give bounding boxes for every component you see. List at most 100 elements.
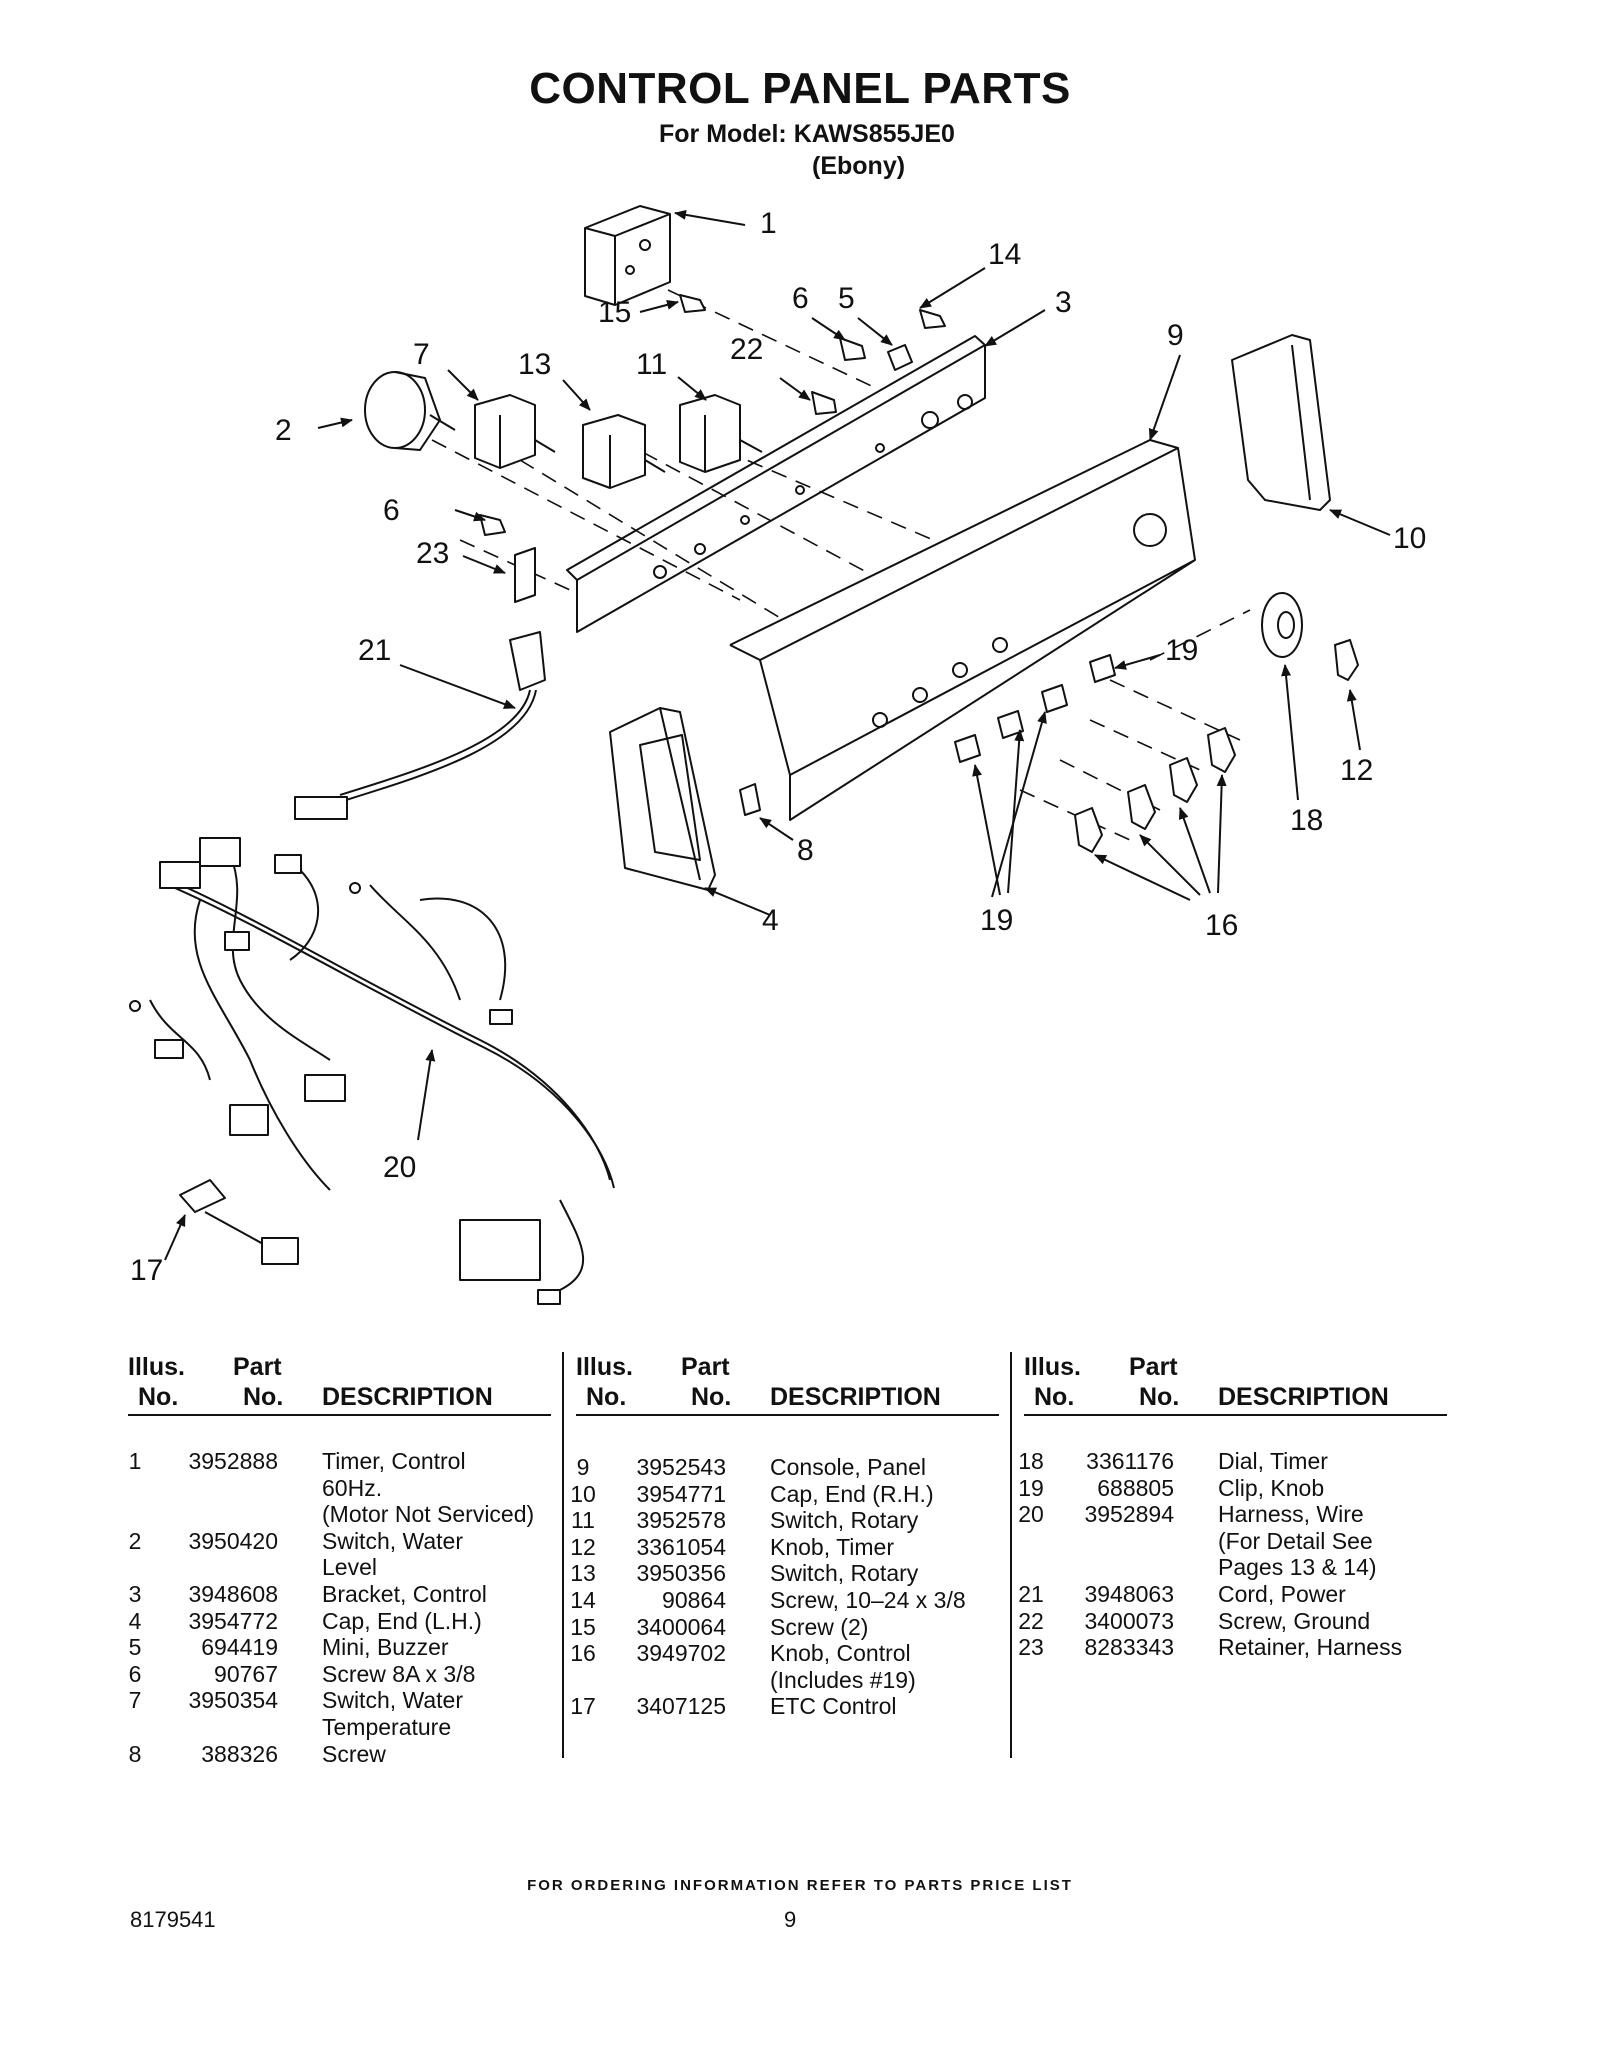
- part-description: Console, Panel: [770, 1454, 926, 1480]
- part-description: Screw: [322, 1740, 386, 1767]
- header-description: DESCRIPTION: [322, 1383, 493, 1411]
- etc-control: [179, 1179, 299, 1265]
- illus-number: 12: [570, 1533, 596, 1560]
- part-description: Screw, 10–24 x 3/8: [770, 1587, 966, 1613]
- callout-21: 21: [358, 634, 391, 667]
- illus-number: 8: [128, 1740, 142, 1767]
- part-description: Switch, Water Temperature: [322, 1687, 464, 1740]
- part-number: 3400064: [636, 1613, 726, 1640]
- callout-13: 13: [518, 348, 551, 381]
- part-description: Cap, End (L.H.): [322, 1607, 482, 1634]
- callout-15: 15: [598, 296, 631, 329]
- callout-12: 12: [1340, 754, 1373, 787]
- part-number: 3952543: [636, 1454, 726, 1480]
- illus-number: 20: [1018, 1501, 1044, 1528]
- illus-number: 15: [570, 1613, 596, 1640]
- callout-numbers: 1 2 3 4 5 6 6 7 8 9 10 11 12 13 14 15 16…: [130, 207, 1426, 1287]
- screw-14: [919, 309, 946, 329]
- illus-number: 9: [576, 1454, 590, 1480]
- part-number: 3400073: [1084, 1607, 1174, 1634]
- part-description: Switch, Water Level: [322, 1527, 464, 1581]
- illus-number: 1: [128, 1448, 142, 1474]
- illus-number: 10: [570, 1480, 596, 1507]
- illus-number: 16: [570, 1640, 596, 1667]
- callout-17: 17: [130, 1254, 163, 1287]
- callout-22: 22: [730, 333, 763, 366]
- end-cap-right: [1231, 334, 1331, 511]
- water-level-switch: [364, 371, 456, 451]
- screw-6-left: [479, 514, 506, 536]
- part-number: 3361054: [636, 1533, 726, 1560]
- part-description: Screw, Ground: [1218, 1607, 1371, 1634]
- part-description: ETC Control: [770, 1693, 897, 1720]
- part-number: 694419: [201, 1634, 278, 1661]
- header-rule: [576, 1414, 999, 1416]
- part-number: 90864: [662, 1587, 726, 1613]
- control-timer: [584, 205, 671, 306]
- part-number: 3954772: [188, 1607, 278, 1634]
- power-cord: [294, 631, 546, 820]
- illus-number: 18: [1018, 1448, 1044, 1474]
- part-description: Knob, Timer: [770, 1533, 894, 1560]
- model-number: For Model: KAWS855JE0: [659, 120, 955, 148]
- part-number: 3950356: [636, 1560, 726, 1587]
- document-number: 8179541: [130, 1907, 216, 1932]
- callout-5: 5: [838, 282, 855, 315]
- model-color: (Ebony): [812, 152, 906, 180]
- header-illus-no: Illus.No.: [1024, 1353, 1081, 1411]
- exploded-parts-diagram: 1 2 3 4 5 6 6 7 8 9 10 11 12 13 14 15 16…: [129, 205, 1426, 1305]
- switch-rotary-13: [582, 414, 666, 489]
- part-number: 3952578: [636, 1507, 726, 1534]
- part-number: 3949702: [636, 1640, 726, 1667]
- header-description: DESCRIPTION: [770, 1383, 941, 1411]
- part-description: Switch, Rotary: [770, 1560, 919, 1587]
- page-title: CONTROL PANEL PARTS: [529, 64, 1071, 113]
- illus-number: 11: [571, 1507, 595, 1534]
- part-number: 90767: [214, 1660, 278, 1687]
- part-description: Clip, Knob: [1218, 1474, 1325, 1501]
- control-knobs: [1074, 727, 1236, 853]
- part-number: 3952888: [188, 1448, 278, 1474]
- illus-number: 7: [128, 1687, 142, 1714]
- part-description: Screw 8A x 3/8: [322, 1660, 476, 1687]
- illus-number: 5: [128, 1634, 142, 1661]
- header-description: DESCRIPTION: [1218, 1383, 1389, 1411]
- harness-retainer: [514, 547, 536, 603]
- part-number: 3948608: [188, 1581, 278, 1607]
- callout-14: 14: [988, 238, 1021, 271]
- illus-number: 22: [1018, 1607, 1044, 1634]
- end-cap-left: [609, 707, 716, 891]
- callout-18: 18: [1290, 804, 1323, 837]
- screw-15: [679, 294, 706, 313]
- column-divider: [562, 1352, 564, 1758]
- switch-rotary-11: [679, 394, 763, 473]
- part-description: Retainer, Harness: [1218, 1634, 1403, 1661]
- part-description: Screw (2): [770, 1613, 869, 1640]
- control-bracket: [566, 335, 986, 633]
- illus-number: 6: [128, 1660, 142, 1687]
- callout-2: 2: [275, 414, 292, 447]
- part-number: 3950420: [188, 1527, 278, 1554]
- illus-number: 23: [1018, 1634, 1044, 1661]
- header-illus-no: Illus.No.: [576, 1353, 633, 1411]
- part-description: Cap, End (R.H.): [770, 1480, 934, 1507]
- column-divider: [1010, 1352, 1012, 1758]
- illus-number: 4: [128, 1607, 142, 1634]
- wire-harness: [129, 837, 615, 1305]
- ordering-note: FOR ORDERING INFORMATION REFER TO PARTS …: [527, 1877, 1073, 1894]
- callout-20: 20: [383, 1151, 416, 1184]
- header-illus-no: Illus.No.: [128, 1353, 185, 1411]
- illus-number: 2: [128, 1527, 142, 1554]
- part-number: 8283343: [1084, 1634, 1174, 1661]
- callout-1: 1: [760, 207, 777, 240]
- part-number: 3952894: [1084, 1501, 1174, 1528]
- mini-buzzer: [887, 344, 913, 371]
- callout-4: 4: [762, 904, 779, 937]
- part-description: Timer, Control 60Hz. (Motor Not Serviced…: [322, 1448, 535, 1528]
- part-description: Bracket, Control: [322, 1581, 487, 1607]
- part-description: Cord, Power: [1218, 1581, 1346, 1607]
- illus-number: 17: [570, 1693, 596, 1720]
- callout-7: 7: [413, 338, 430, 371]
